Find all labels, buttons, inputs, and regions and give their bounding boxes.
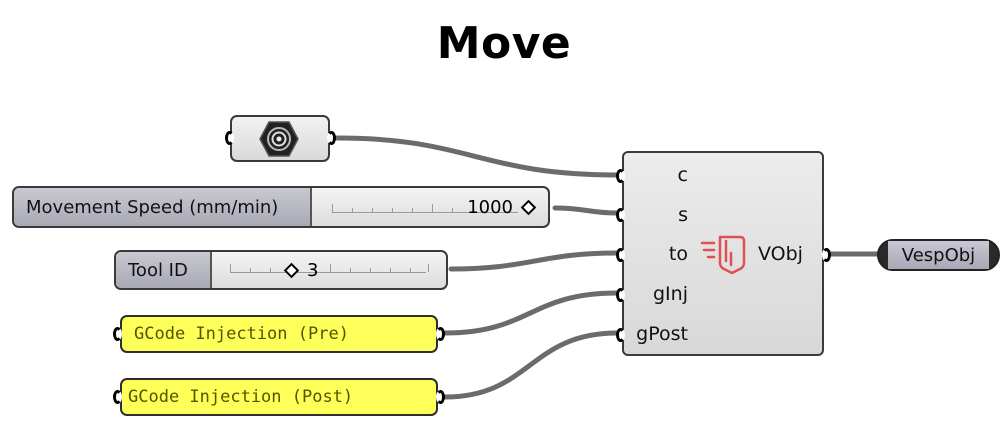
wire-speed-to-s	[552, 205, 620, 216]
slider-tick	[270, 268, 271, 272]
slider-value-group: 1000	[467, 188, 537, 226]
output-grip[interactable]	[548, 200, 550, 214]
input-grip-ginj[interactable]	[616, 288, 625, 302]
move-tool-icon	[700, 235, 746, 275]
slider-tick	[390, 268, 391, 272]
slider-tick	[428, 264, 429, 272]
movement-speed-slider[interactable]: Movement Speed (mm/min) 1000	[12, 186, 550, 228]
slider-handle-icon[interactable]	[283, 262, 300, 278]
slider-tick	[410, 268, 411, 272]
slider-value: 3	[307, 259, 319, 281]
curve-parameter-node[interactable]	[225, 115, 336, 162]
input-label-to: to	[668, 243, 688, 265]
slider-label: Tool ID	[116, 252, 212, 288]
slider-tick	[350, 268, 351, 272]
wire-curve-to-c	[334, 135, 620, 178]
wire-pre-to-ginj	[442, 290, 620, 336]
slider-tick	[452, 208, 453, 212]
slider-tick	[412, 208, 413, 212]
panel-text: GCode Injection (Post)	[128, 387, 354, 407]
input-grip-c[interactable]	[616, 169, 625, 183]
slider-label: Movement Speed (mm/min)	[14, 188, 312, 226]
slider-handle-icon[interactable]	[520, 199, 537, 215]
vespobj-parameter[interactable]: VespObj	[877, 239, 1000, 271]
input-label-s: s	[678, 204, 688, 226]
input-grip-s[interactable]	[616, 208, 625, 222]
output-grip[interactable]	[327, 131, 336, 145]
page-title: Move	[436, 18, 572, 69]
tool-id-slider[interactable]: Tool ID 3	[114, 250, 448, 290]
input-grip-gpost[interactable]	[616, 328, 625, 342]
output-grip-vobj[interactable]	[822, 248, 831, 262]
slider-tick	[392, 208, 393, 212]
parameter-label: VespObj	[888, 241, 989, 269]
slider-tick	[370, 268, 371, 272]
output-grip[interactable]	[446, 264, 448, 278]
curve-param-hex-icon	[259, 121, 299, 157]
slider-tick	[332, 204, 333, 212]
slider-track[interactable]	[332, 212, 518, 213]
output-grip[interactable]	[436, 327, 445, 341]
output-label-vobj: VObj	[758, 243, 803, 265]
input-grip-to[interactable]	[616, 248, 625, 262]
gcode-injection-post-panel[interactable]: GCode Injection (Post)	[113, 378, 445, 416]
panel-text: GCode Injection (Pre)	[134, 324, 349, 344]
input-label-ginj: gInj	[653, 283, 688, 305]
slider-value-group: 3	[283, 252, 319, 288]
wire-post-to-gpost	[442, 330, 620, 400]
input-grip[interactable]	[113, 327, 122, 341]
wire-tool-to-to	[448, 250, 620, 272]
slider-tick	[330, 264, 331, 272]
input-label-c: c	[677, 164, 688, 186]
output-grip[interactable]	[436, 390, 445, 404]
input-grip[interactable]	[113, 390, 122, 404]
slider-tick	[372, 208, 373, 212]
slider-tick	[352, 208, 353, 212]
slider-track[interactable]	[230, 272, 426, 273]
input-label-gpost: gPost	[636, 323, 688, 345]
input-grip[interactable]	[225, 131, 234, 145]
gcode-injection-pre-panel[interactable]: GCode Injection (Pre)	[113, 315, 445, 353]
slider-tick	[432, 204, 433, 212]
slider-value: 1000	[467, 196, 513, 218]
move-component[interactable]: c s to gInj gPost VObj	[616, 151, 831, 356]
slider-tick	[250, 268, 251, 272]
slider-tick	[230, 264, 231, 272]
